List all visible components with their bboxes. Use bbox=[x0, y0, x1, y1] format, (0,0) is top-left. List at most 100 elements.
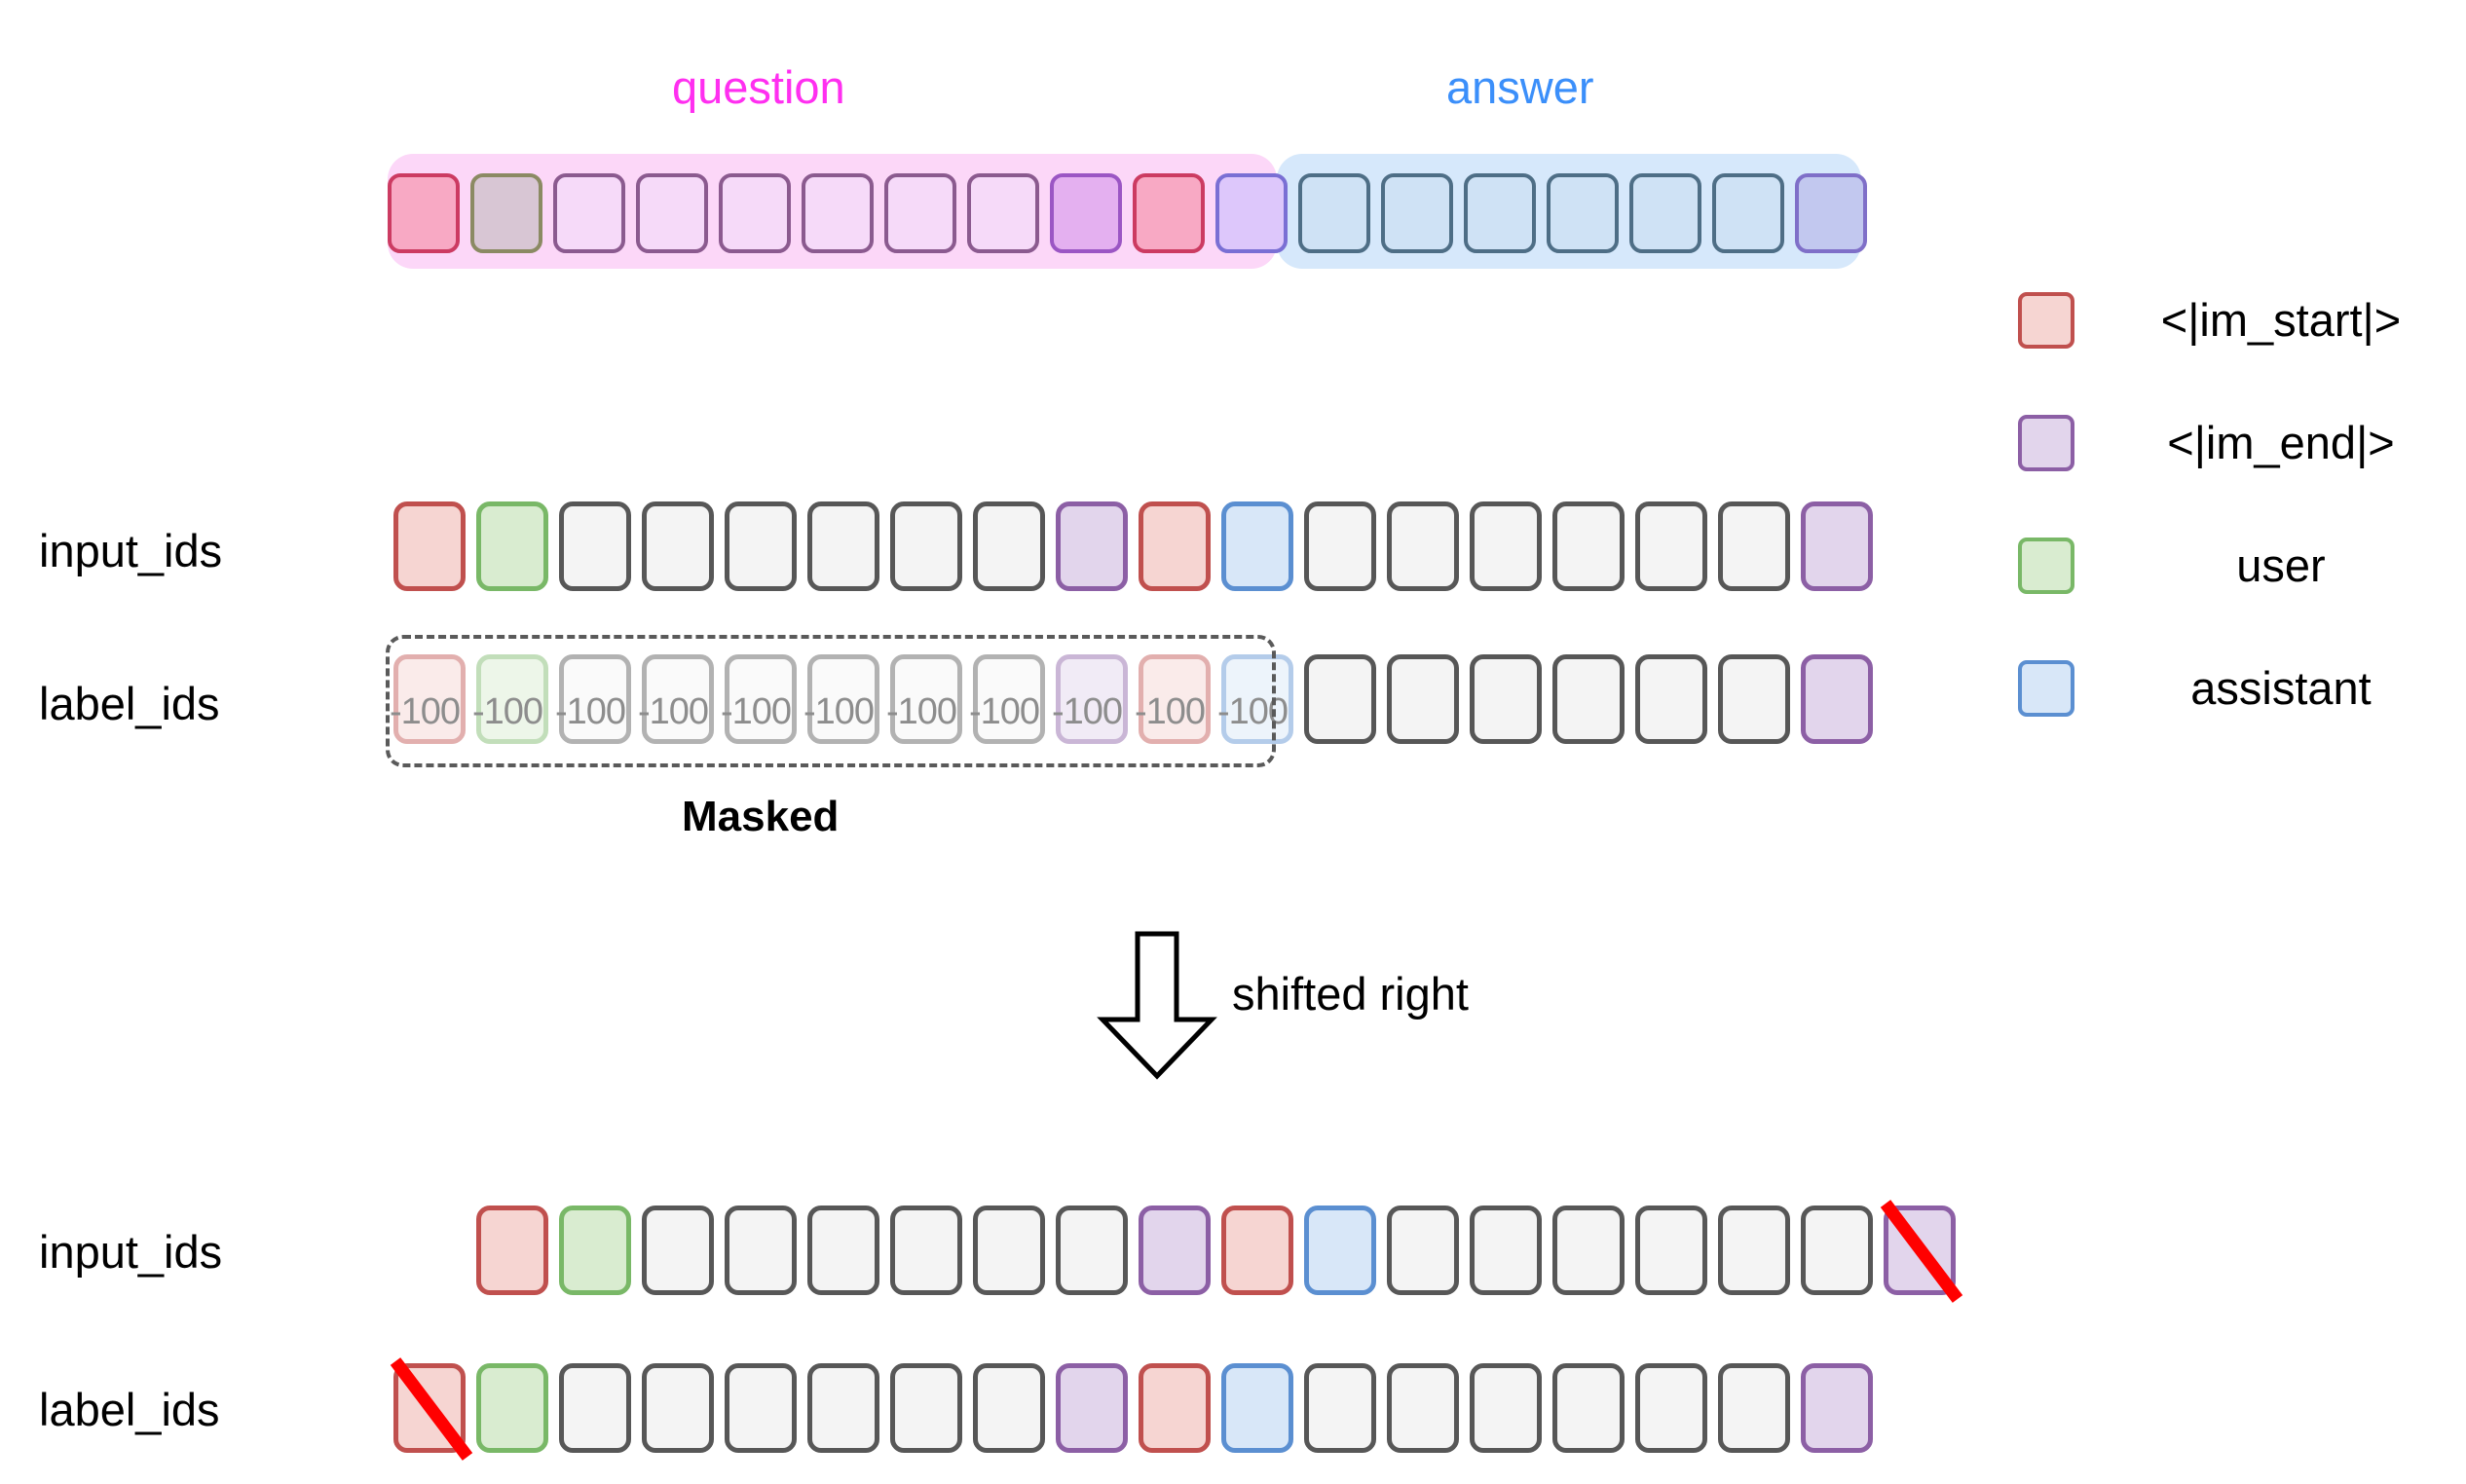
token-cell bbox=[393, 501, 466, 591]
token-cell bbox=[470, 173, 542, 253]
row-label-label-ids-mid: label_ids bbox=[39, 678, 220, 729]
masked-label: Masked bbox=[682, 793, 840, 840]
token-cell bbox=[967, 173, 1039, 253]
token-cell bbox=[802, 173, 874, 253]
token-row-top bbox=[388, 173, 1878, 263]
section-title-answer: answer bbox=[1446, 61, 1594, 113]
token-cell bbox=[1221, 1206, 1293, 1295]
token-cell bbox=[1552, 654, 1625, 744]
shifted-right-label: shifted right bbox=[1232, 968, 1469, 1020]
masked-value: -100 bbox=[886, 691, 957, 732]
token-cell bbox=[725, 654, 797, 744]
swatch-im-end-icon bbox=[2018, 415, 2074, 471]
token-cell bbox=[725, 1206, 797, 1295]
token-cell bbox=[642, 1206, 714, 1295]
masked-value: -100 bbox=[969, 691, 1040, 732]
swatch-user-icon bbox=[2018, 538, 2074, 594]
token-cell bbox=[1718, 1363, 1790, 1453]
token-cell bbox=[636, 173, 708, 253]
token-cell bbox=[1552, 1363, 1625, 1453]
token-cell bbox=[1387, 654, 1459, 744]
token-cell bbox=[1547, 173, 1619, 253]
token-cell bbox=[1298, 173, 1370, 253]
section-title-question: question bbox=[672, 61, 845, 113]
token-cell bbox=[1801, 1363, 1873, 1453]
token-cell bbox=[1050, 173, 1122, 253]
token-cell bbox=[393, 654, 466, 744]
token-cell bbox=[1470, 1206, 1542, 1295]
masked-value: -100 bbox=[638, 691, 709, 732]
token-cell bbox=[1056, 654, 1128, 744]
token-cell bbox=[1629, 173, 1701, 253]
token-cell bbox=[388, 173, 460, 253]
token-cell bbox=[1801, 1206, 1873, 1295]
token-cell bbox=[393, 1363, 466, 1453]
token-cell bbox=[1387, 1363, 1459, 1453]
legend: <|im_start|> <|im_end|> user assistant bbox=[2018, 292, 2447, 717]
token-cell bbox=[807, 1206, 879, 1295]
token-cell bbox=[725, 501, 797, 591]
token-cell bbox=[1712, 173, 1784, 253]
token-cell bbox=[1133, 173, 1205, 253]
token-cell bbox=[1470, 501, 1542, 591]
token-cell bbox=[1635, 1206, 1707, 1295]
token-cell bbox=[1464, 173, 1536, 253]
legend-label: assistant bbox=[2190, 662, 2372, 714]
token-cell bbox=[807, 501, 879, 591]
token-cell bbox=[1718, 501, 1790, 591]
token-row-input-ids-bottom bbox=[393, 1200, 1971, 1303]
token-cell bbox=[1552, 501, 1625, 591]
token-cell bbox=[476, 501, 548, 591]
token-cell bbox=[559, 1363, 631, 1453]
masked-value: -100 bbox=[721, 691, 792, 732]
masked-value: -100 bbox=[555, 691, 626, 732]
token-cell bbox=[890, 501, 962, 591]
token-cell bbox=[973, 1206, 1045, 1295]
masked-value: -100 bbox=[1217, 691, 1289, 732]
masked-value: -100 bbox=[1052, 691, 1123, 732]
masked-value: -100 bbox=[390, 691, 461, 732]
token-cell bbox=[559, 1206, 631, 1295]
token-cell bbox=[719, 173, 791, 253]
masked-value: -100 bbox=[472, 691, 543, 732]
swatch-im-start-icon bbox=[2018, 292, 2074, 349]
token-cell bbox=[1635, 654, 1707, 744]
token-row-label-ids-bottom bbox=[390, 1357, 1971, 1461]
token-cell bbox=[890, 1206, 962, 1295]
legend-label: <|im_start|> bbox=[2160, 294, 2402, 346]
token-cell bbox=[1215, 173, 1288, 253]
token-cell bbox=[642, 501, 714, 591]
legend-label: <|im_end|> bbox=[2167, 417, 2395, 468]
token-cell bbox=[1304, 1363, 1376, 1453]
token-cell bbox=[1801, 654, 1873, 744]
token-cell bbox=[1056, 1206, 1128, 1295]
masked-value: -100 bbox=[803, 691, 875, 732]
token-cell bbox=[1635, 501, 1707, 591]
token-cell bbox=[973, 501, 1045, 591]
token-cell bbox=[476, 654, 548, 744]
token-cell bbox=[725, 1363, 797, 1453]
token-cell bbox=[973, 654, 1045, 744]
token-cell bbox=[1056, 1363, 1128, 1453]
token-cell bbox=[973, 1363, 1045, 1453]
token-cell bbox=[1139, 1363, 1211, 1453]
masked-value: -100 bbox=[1135, 691, 1206, 732]
token-cell bbox=[890, 654, 962, 744]
token-cell bbox=[1470, 1363, 1542, 1453]
token-cell bbox=[1552, 1206, 1625, 1295]
token-cell bbox=[1635, 1363, 1707, 1453]
token-cell bbox=[1221, 654, 1293, 744]
token-cell bbox=[642, 1363, 714, 1453]
token-cell bbox=[1801, 501, 1873, 591]
masked-region-outline bbox=[386, 635, 1276, 767]
token-cell bbox=[1718, 1206, 1790, 1295]
token-cell bbox=[1221, 501, 1293, 591]
token-cell bbox=[1139, 654, 1211, 744]
token-cell bbox=[1381, 173, 1453, 253]
token-cell bbox=[642, 654, 714, 744]
token-cell bbox=[476, 1206, 548, 1295]
token-cell bbox=[1387, 501, 1459, 591]
token-cell bbox=[1304, 1206, 1376, 1295]
token-cell bbox=[1795, 173, 1867, 253]
token-cell bbox=[1718, 654, 1790, 744]
